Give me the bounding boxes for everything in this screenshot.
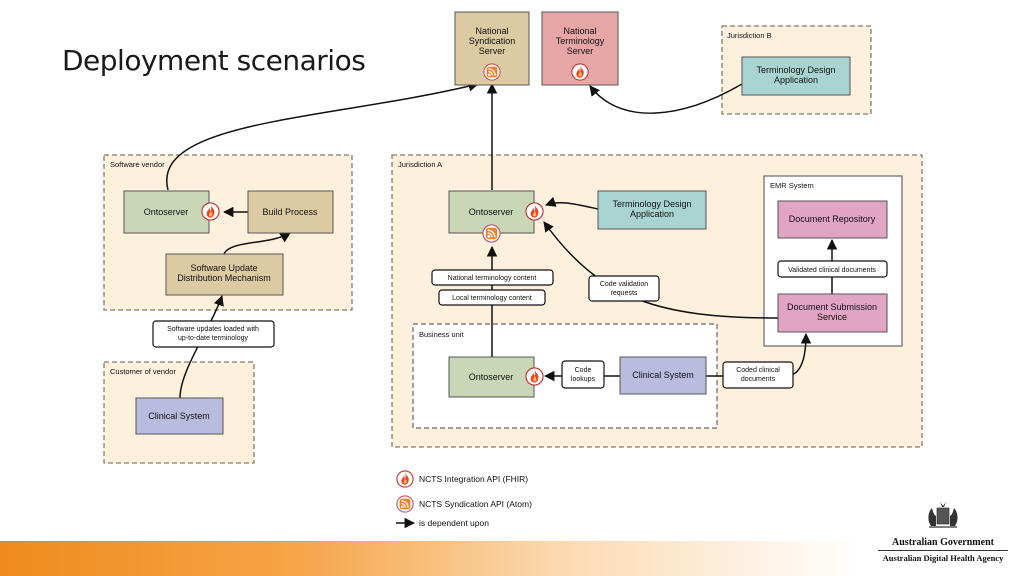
government-branding: Australian Government Australian Digital…: [878, 500, 1008, 563]
fhir-flame-icon: [525, 367, 544, 386]
edge-label-national-terminology-content: National terminology content: [431, 269, 554, 286]
atom-feed-icon: [482, 224, 501, 243]
svg-text:Ontoserver: Ontoserver: [469, 372, 514, 382]
edge-design-app-b-to-terminology-server: [589, 83, 743, 114]
svg-text:Ontoserver: Ontoserver: [144, 207, 189, 217]
coat-of-arms-icon: [928, 502, 958, 528]
group-label-customer-of-vendor: Customer of vendor: [110, 367, 176, 376]
svg-text:Ontoserver: Ontoserver: [469, 207, 514, 217]
edge-design-app-a-to-jur-a-ontoserver: [545, 196, 599, 210]
edge-label-local-terminology-content: Local terminology content: [438, 289, 546, 306]
node-customer-clinical-system: Clinical System: [135, 397, 224, 435]
node-vendor-ontoserver: Ontoserver: [123, 190, 220, 234]
svg-text:Local terminology content: Local terminology content: [452, 295, 532, 302]
node-business-unit-ontoserver: Ontoserver: [448, 356, 544, 398]
svg-text:Validated clinical documents: Validated clinical documents: [788, 267, 876, 274]
edge-distribution-to-build: [223, 232, 291, 255]
slide-title: Deployment scenarios: [62, 44, 366, 77]
fhir-flame-icon: [571, 63, 589, 81]
edge-label-validated-clinical-documents: Validated clinical documents: [777, 260, 888, 278]
legend-fhir: NCTS Integration API (FHIR): [419, 474, 528, 484]
node-jur-a-ontoserver: Ontoserver: [448, 190, 544, 243]
edge-vendor-ontoserver-to-syndication: [166, 81, 480, 191]
atom-feed-icon: [396, 495, 414, 513]
group-label-emr-system: EMR System: [770, 181, 814, 190]
edge-customer-clinical-to-distribution: [179, 295, 224, 399]
government-name: Australian Government: [892, 537, 994, 548]
footer-gradient-bar: [0, 541, 860, 576]
legend-dependent: is dependent upon: [419, 518, 489, 528]
group-label-jurisdiction-b: Jurisdiction B: [727, 31, 772, 40]
svg-text:National terminology content: National terminology content: [448, 275, 537, 282]
legend-atom: NCTS Syndication API (Atom): [419, 499, 532, 509]
group-label-business-unit: Business unit: [419, 330, 465, 339]
node-document-repository: Document Repository: [777, 200, 888, 239]
node-build-process: Build Process: [247, 190, 334, 234]
atom-feed-icon: [483, 63, 501, 81]
svg-text:Document Repository: Document Repository: [789, 214, 876, 224]
fhir-flame-icon: [396, 470, 414, 488]
svg-text:Build Process: Build Process: [262, 207, 318, 217]
group-label-software-vendor: Software vendor: [110, 160, 165, 169]
svg-text:Clinical System: Clinical System: [632, 370, 694, 380]
group-label-jurisdiction-a: Jurisdiction A: [398, 160, 442, 169]
svg-text:Clinical System: Clinical System: [148, 411, 210, 421]
fhir-flame-icon: [201, 202, 220, 221]
fhir-flame-icon: [525, 202, 544, 221]
agency-name: Australian Digital Health Agency: [878, 550, 1008, 563]
node-business-unit-clinical-system: Clinical System: [619, 356, 707, 395]
legend: NCTS Integration API (FHIR) NCTS Syndica…: [396, 470, 532, 529]
